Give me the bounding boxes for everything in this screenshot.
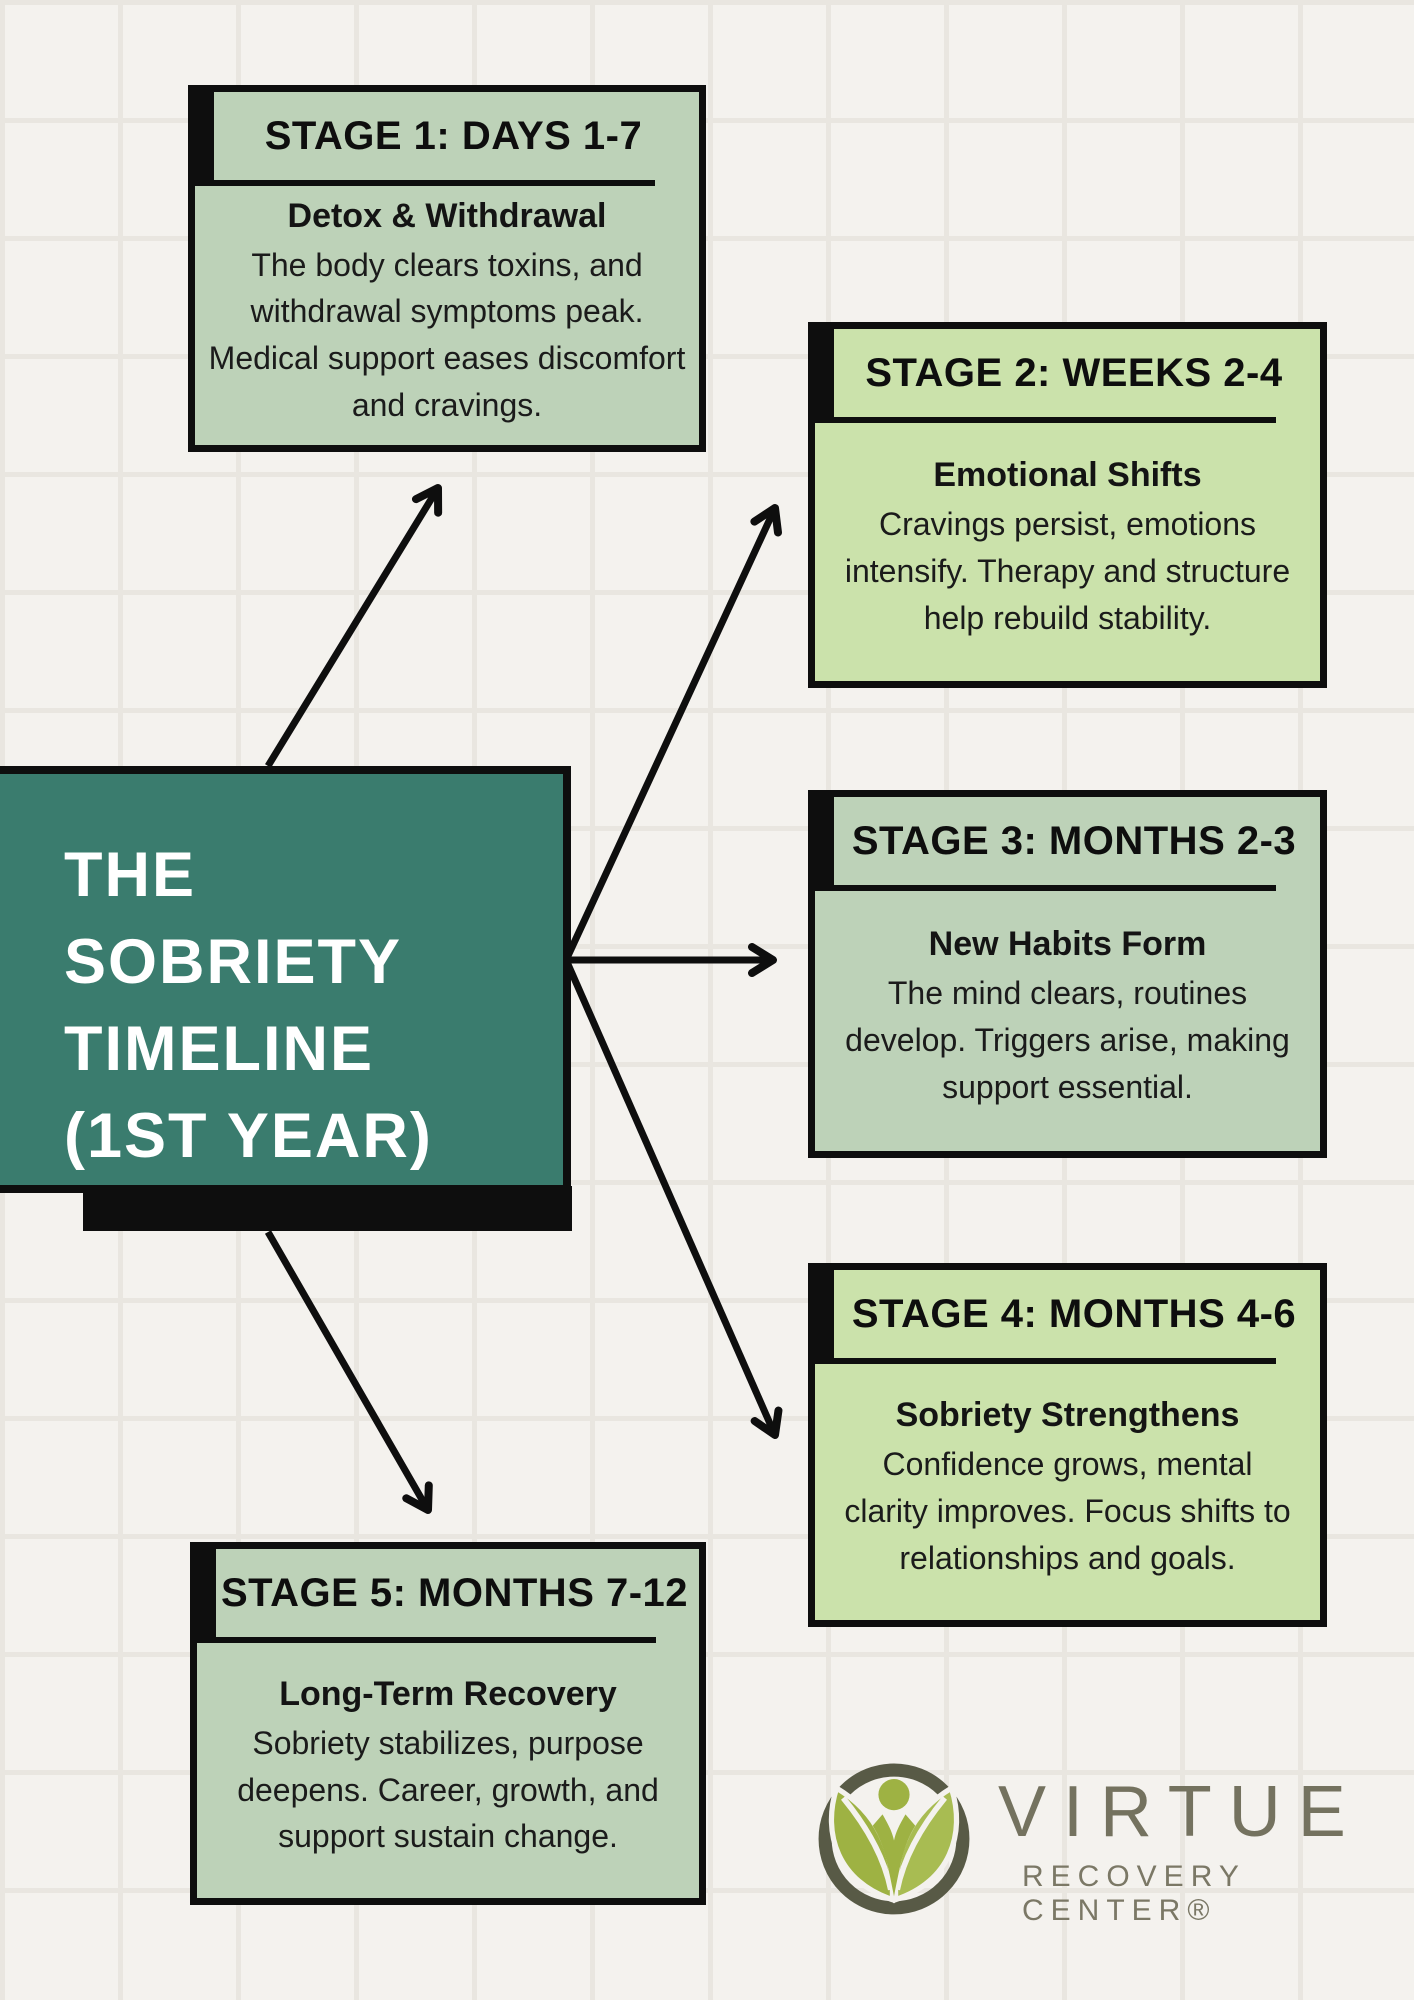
stage-4-body: Sobriety Strengthens Confidence grows, m… [815, 1364, 1320, 1620]
stage-2-header: STAGE 2: WEEKS 2-4 [815, 329, 1320, 423]
logo-leaf-vein-left [841, 1796, 894, 1891]
stage-1-header: STAGE 1: DAYS 1-7 [195, 92, 699, 186]
stage-3-body: New Habits Form The mind clears, routine… [815, 891, 1320, 1151]
stage-4-box: STAGE 4: MONTHS 4-6 Sobriety Strengthens… [808, 1263, 1327, 1627]
stage-2-subtitle: Emotional Shifts [933, 456, 1202, 495]
virtue-logo: VIRTUE RECOVERY CENTER® [812, 1752, 1414, 1928]
stage-2-text: Cravings persist, emotions intensify. Th… [844, 506, 1291, 636]
stage-4-header: STAGE 4: MONTHS 4-6 [815, 1270, 1320, 1364]
virtue-logo-mark-icon [818, 1763, 970, 1915]
stage-5-text: Sobriety stabilizes, purpose deepens. Ca… [237, 1724, 659, 1855]
page-title: THE SOBRIETY TIMELINE (1ST YEAR) [64, 840, 433, 1171]
stage-5-body: Long-Term Recovery Sobriety stabilizes, … [197, 1643, 699, 1898]
stage-1-body: Detox & Withdrawal The body clears toxin… [195, 186, 699, 445]
logo-wordmark: VIRTUE [998, 1772, 1363, 1852]
stage-1-subtitle: Detox & Withdrawal [287, 196, 607, 235]
stage-5-box: STAGE 5: MONTHS 7-12 Long-Term Recovery … [190, 1542, 706, 1905]
stage-4-text: Confidence grows, mental clarity improve… [844, 1446, 1291, 1576]
stage-1-box: STAGE 1: DAYS 1-7 Detox & Withdrawal The… [188, 85, 706, 452]
arrow-to-stage-2 [563, 503, 782, 960]
stage-5-header: STAGE 5: MONTHS 7-12 [197, 1549, 699, 1643]
title-card-shadow [83, 1186, 572, 1231]
virtue-logo-text: VIRTUE RECOVERY CENTER® [998, 1752, 1414, 1928]
logo-person-head [878, 1779, 910, 1811]
stage-5-subtitle: Long-Term Recovery [279, 1674, 617, 1713]
arrow-to-stage-4 [563, 960, 783, 1439]
stage-3-box: STAGE 3: MONTHS 2-3 New Habits Form The … [808, 790, 1327, 1158]
stage-1-text: The body clears toxins, and withdrawal s… [208, 246, 686, 423]
stage-3-subtitle: New Habits Form [928, 925, 1207, 964]
stage-2-box: STAGE 2: WEEKS 2-4 Emotional Shifts Crav… [808, 322, 1327, 688]
logo-ring [818, 1763, 970, 1915]
arrow-to-stage-1 [265, 484, 443, 768]
title-card: THE SOBRIETY TIMELINE (1ST YEAR) [0, 766, 571, 1193]
stage-3-text: The mind clears, routines develop. Trigg… [845, 975, 1290, 1105]
stage-2-body: Emotional Shifts Cravings persist, emoti… [815, 423, 1320, 681]
logo-tagline: RECOVERY CENTER® [1022, 1860, 1246, 1927]
arrow-to-stage-5 [264, 1230, 433, 1514]
logo-leaf-vein-right [894, 1796, 947, 1891]
logo-person-body [872, 1814, 916, 1897]
stage-4-subtitle: Sobriety Strengthens [895, 1396, 1240, 1435]
stage-3-header: STAGE 3: MONTHS 2-3 [815, 797, 1320, 891]
